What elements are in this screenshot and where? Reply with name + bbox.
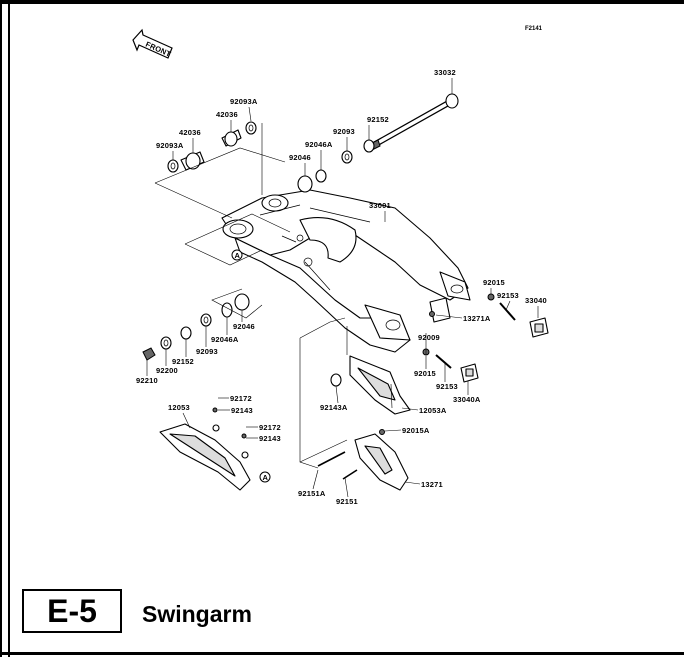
left-border-outer bbox=[0, 0, 2, 657]
section-code-badge: E-5 bbox=[22, 589, 122, 633]
label-12053a: 12053A bbox=[419, 406, 447, 415]
label-92151: 92151 bbox=[336, 497, 358, 506]
label-13271a: 13271A bbox=[463, 314, 491, 323]
label-leaders bbox=[146, 78, 539, 498]
label-92015a: 92015A bbox=[402, 426, 430, 435]
label-92172-a: 92172 bbox=[230, 394, 252, 403]
label-92210: 92210 bbox=[136, 376, 158, 385]
label-92093-top: 92093 bbox=[333, 127, 355, 136]
upper-pivot-parts bbox=[167, 121, 375, 193]
label-13271: 13271 bbox=[421, 480, 443, 489]
label-42036-top: 42036 bbox=[216, 110, 238, 119]
bottom-border bbox=[0, 652, 684, 655]
label-92151a: 92151A bbox=[298, 489, 326, 498]
label-92143-a: 92143 bbox=[231, 406, 253, 415]
axle-adjusters bbox=[422, 293, 549, 383]
label-92152-top: 92152 bbox=[367, 115, 389, 124]
label-33040a: 33040A bbox=[453, 395, 481, 404]
label-92046-top: 92046 bbox=[289, 153, 311, 162]
section-title: Swingarm bbox=[142, 601, 252, 627]
label-92015-right: 92015 bbox=[483, 278, 505, 287]
reference-marker-a2: A bbox=[263, 473, 269, 482]
label-92093a-top: 92093A bbox=[230, 97, 258, 106]
label-92046-left: 92046 bbox=[233, 322, 255, 331]
chain-slider-upper bbox=[330, 355, 411, 415]
reference-marker-a1: A bbox=[235, 251, 241, 260]
label-42036-left: 42036 bbox=[179, 128, 201, 137]
label-12053: 12053 bbox=[168, 403, 190, 412]
label-92153-mid: 92153 bbox=[436, 382, 458, 391]
chain-slider-lower bbox=[159, 407, 251, 491]
label-92009: 92009 bbox=[418, 333, 440, 342]
label-92093a-left: 92093A bbox=[156, 141, 184, 150]
swingarm-body bbox=[221, 189, 471, 353]
label-92046a-left: 92046A bbox=[211, 335, 239, 344]
top-border bbox=[0, 0, 684, 4]
label-92046a-top: 92046A bbox=[305, 140, 333, 149]
front-arrow-icon: FRONT bbox=[132, 28, 173, 59]
assembly-leader-lines bbox=[154, 123, 393, 469]
pivot-shaft bbox=[367, 93, 459, 152]
label-33032: 33032 bbox=[434, 68, 456, 77]
label-92143a: 92143A bbox=[320, 403, 348, 412]
label-33040: 33040 bbox=[525, 296, 547, 305]
left-border-inner bbox=[8, 0, 10, 657]
chain-guide bbox=[317, 429, 409, 491]
part-labels: 33032 92093A 42036 42036 92093A 92152 92… bbox=[136, 68, 547, 506]
label-92093-left: 92093 bbox=[196, 347, 218, 356]
figure-code: F2141 bbox=[525, 26, 543, 32]
label-92152-left: 92152 bbox=[172, 357, 194, 366]
label-92143-b: 92143 bbox=[259, 434, 281, 443]
label-92015-mid: 92015 bbox=[414, 369, 436, 378]
label-33001: 33001 bbox=[369, 201, 391, 210]
label-92153-right: 92153 bbox=[497, 291, 519, 300]
label-92172-b: 92172 bbox=[259, 423, 281, 432]
label-92200: 92200 bbox=[156, 366, 178, 375]
